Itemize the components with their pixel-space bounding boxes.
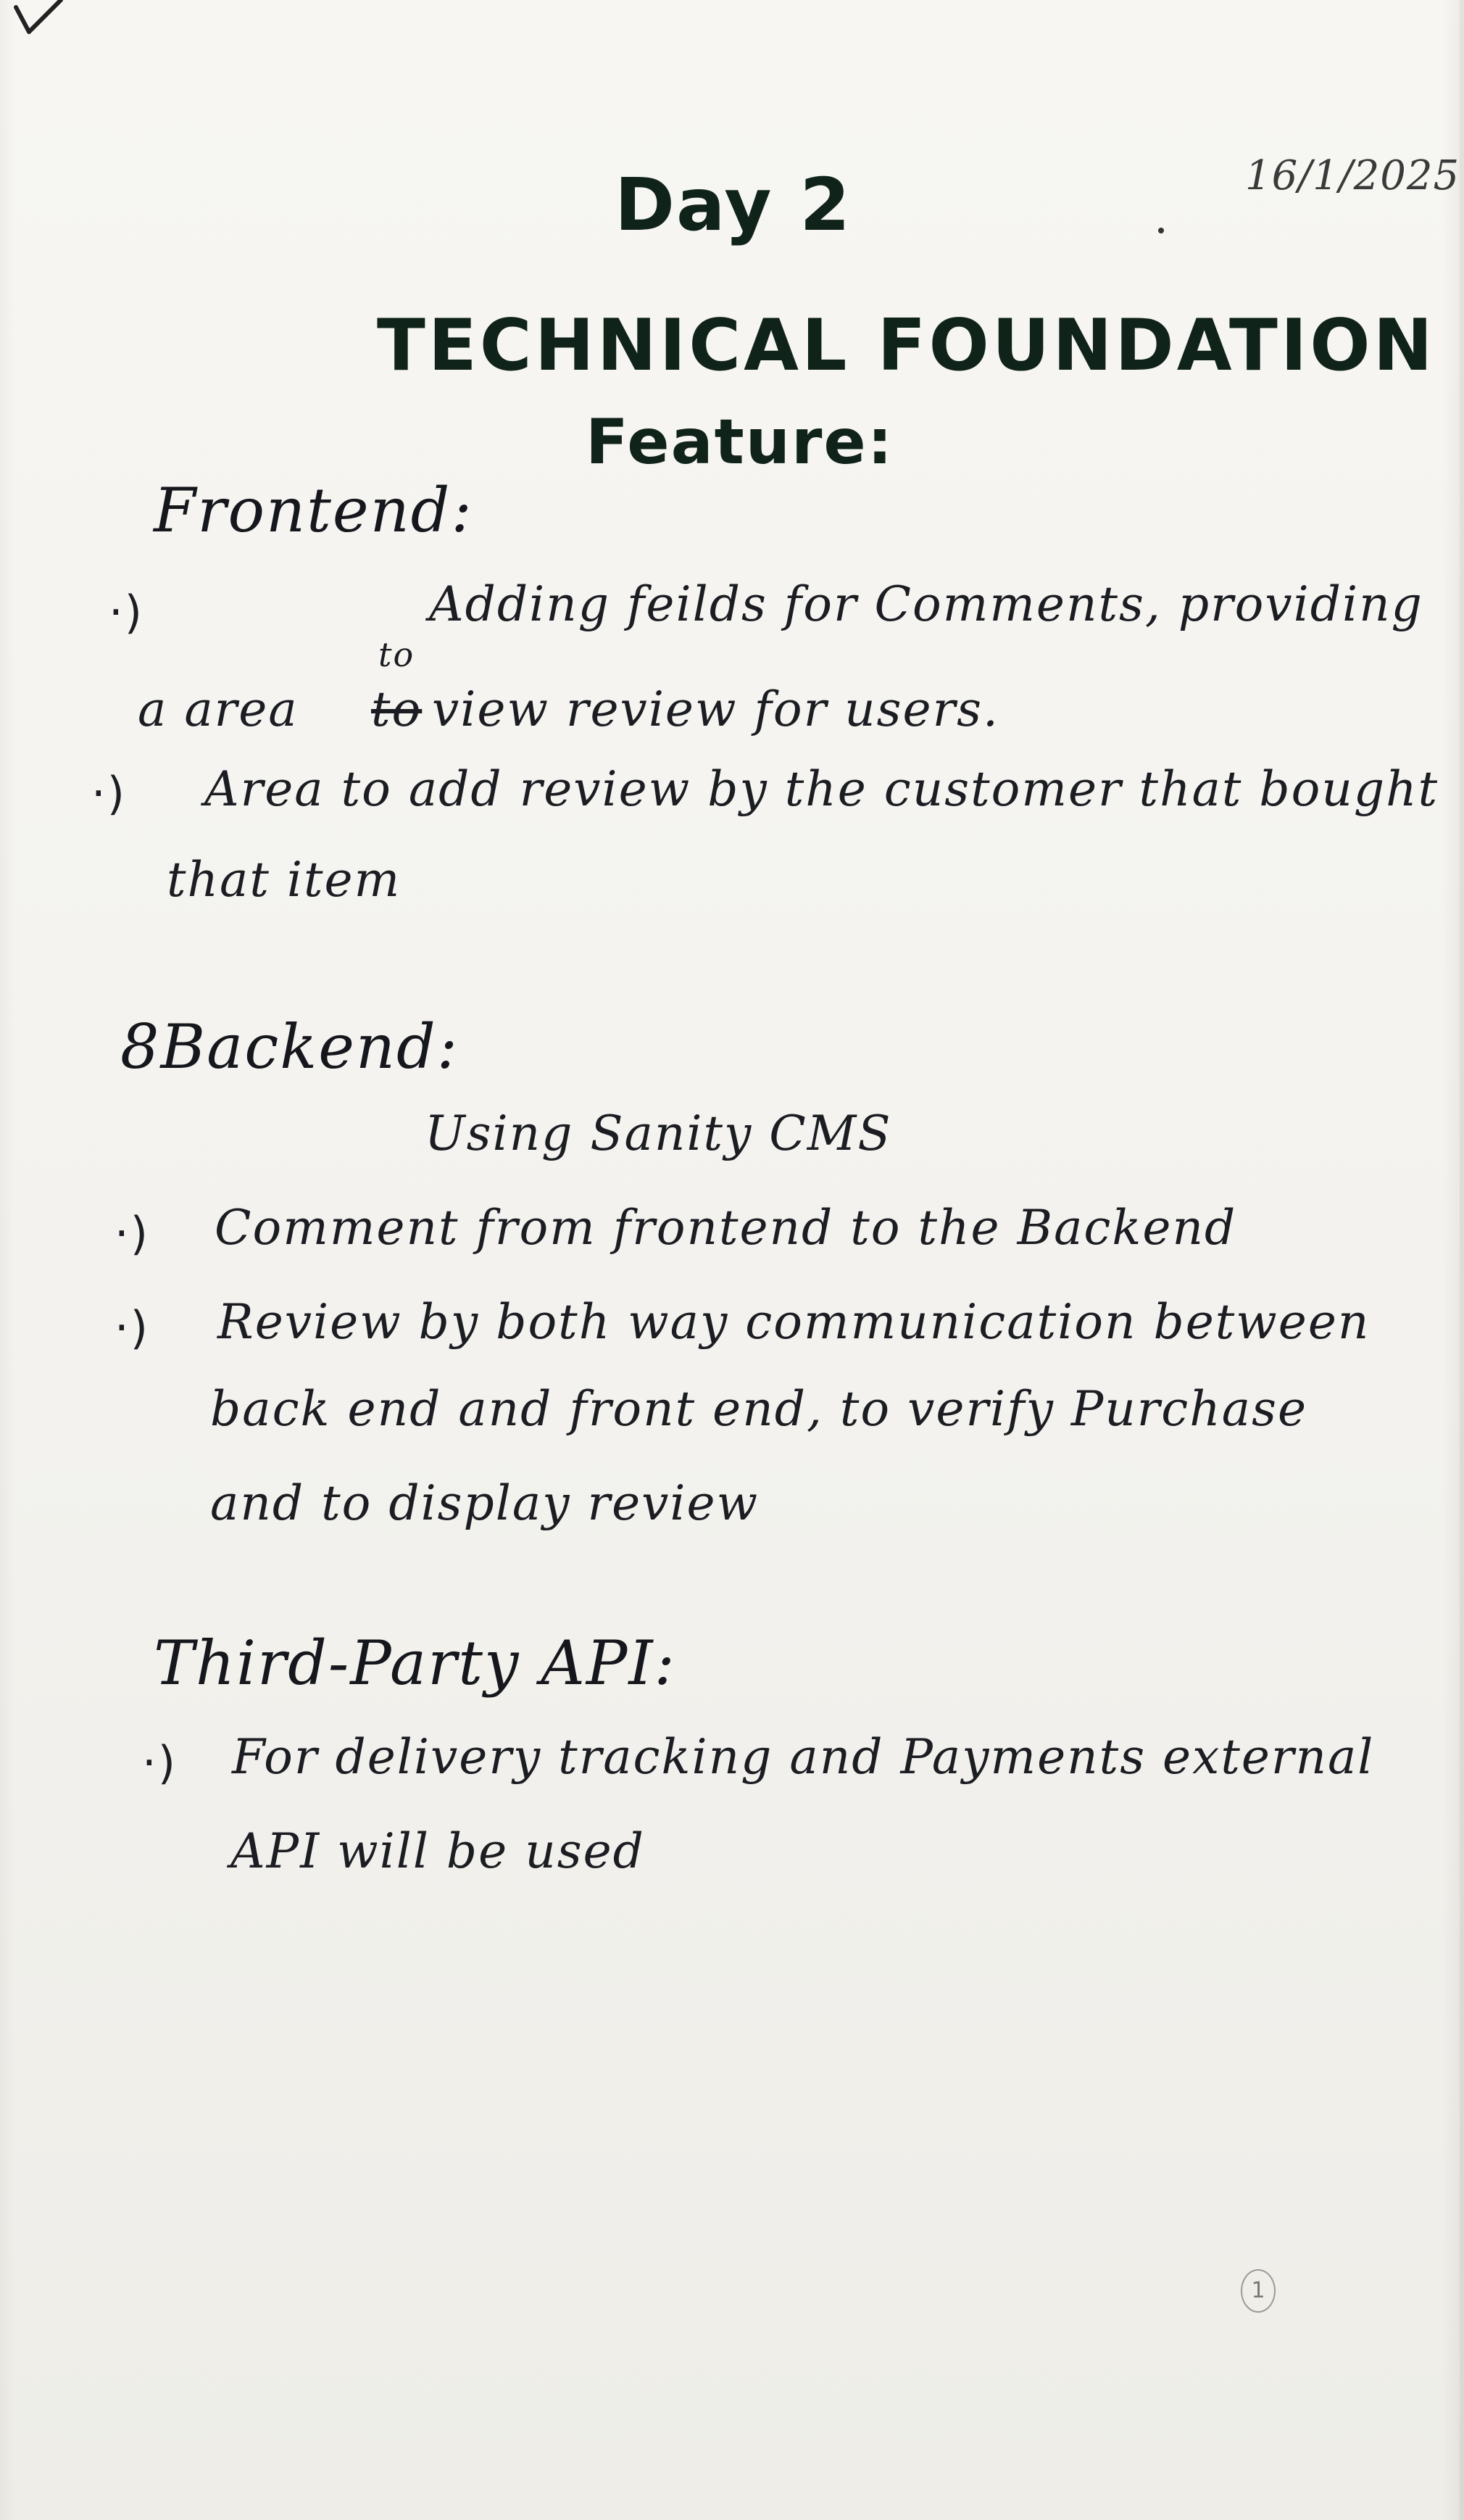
frontend-bullet-2-line-1: Area to add review by the customer that … xyxy=(204,761,1439,817)
frontend-bullet-2-line-2: that item xyxy=(167,852,402,908)
third-party-bullet-1-line-1: For delivery tracking and Payments exter… xyxy=(232,1729,1375,1785)
page-edge xyxy=(1460,0,1464,2520)
checkmark-icon xyxy=(14,0,63,34)
page-subtitle: Feature: xyxy=(586,406,894,478)
backend-bullet-2-line-2: back end and front end, to verify Purcha… xyxy=(210,1381,1308,1437)
bullet-marker: ·) xyxy=(109,586,144,639)
page-title: TECHNICAL FOUNDATION xyxy=(377,304,1436,387)
bullet-marker: ·) xyxy=(91,767,126,820)
bullet-marker: ·) xyxy=(142,1736,177,1789)
backend-bullet-2-line-3: and to display review xyxy=(210,1475,760,1531)
page-date: 16/1/2025 xyxy=(1245,152,1460,199)
bullet-marker: ·) xyxy=(115,1301,149,1354)
day-title: Day 2 xyxy=(615,162,852,247)
third-party-bullet-1-line-2: API will be used xyxy=(230,1823,645,1879)
frontend-bullet-1-line-1: Adding feilds for Comments, providing xyxy=(429,576,1423,632)
frontend-bullet-1-line-2b: view review for users. xyxy=(432,681,999,737)
backend-bullet-1: Comment from frontend to the Backend xyxy=(215,1200,1237,1256)
frontend-inserted-word: to xyxy=(378,635,415,674)
ink-dot xyxy=(1158,228,1164,233)
frontend-bullet-1-line-2a: a area xyxy=(138,681,299,737)
backend-heading: 8Backend: xyxy=(120,1011,459,1082)
bullet-marker: ·) xyxy=(115,1207,149,1260)
backend-bullet-2-line-1: Review by both way communication between xyxy=(217,1294,1371,1350)
frontend-heading: Frontend: xyxy=(154,475,473,546)
third-party-heading: Third-Party API: xyxy=(154,1628,676,1699)
page-number: 1 xyxy=(1241,2269,1276,2313)
backend-note: Using Sanity CMS xyxy=(425,1106,892,1161)
frontend-struck-word: to xyxy=(371,681,423,737)
